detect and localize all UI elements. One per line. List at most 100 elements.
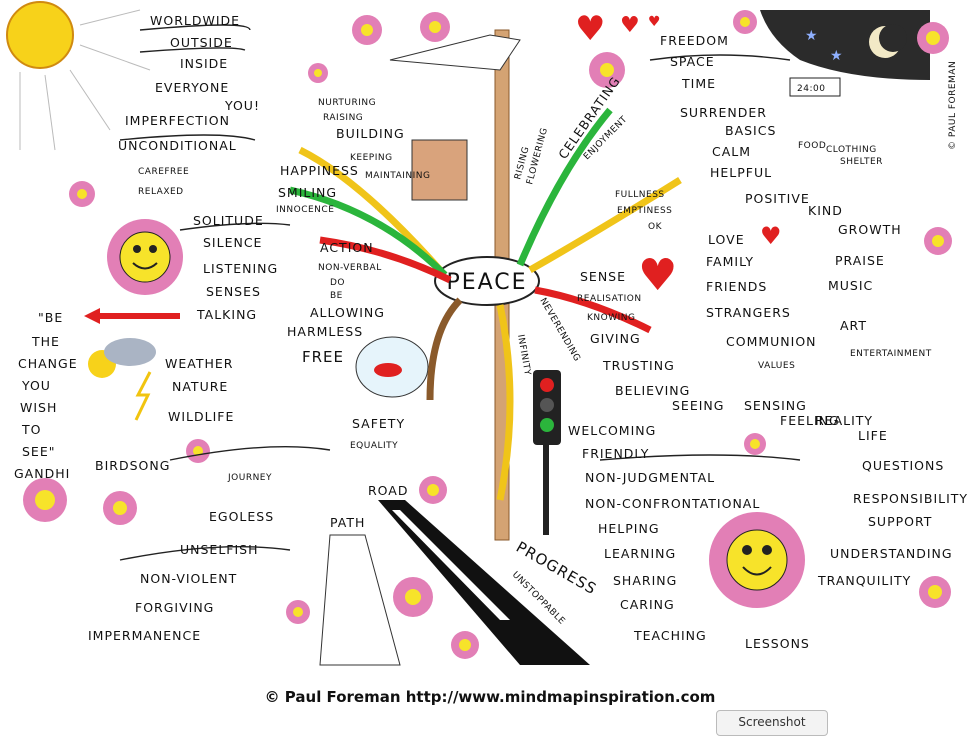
word-harmless: HARMLESS	[287, 324, 363, 339]
word-feeling: FEELING	[780, 413, 840, 428]
word-do: DO	[330, 278, 345, 288]
word-teaching: TEACHING	[633, 628, 707, 643]
word-support: SUPPORT	[868, 514, 932, 529]
word-surrender: SURRENDER	[680, 105, 767, 120]
word-clothing: CLOTHING	[826, 145, 877, 155]
word-birdsong: BIRDSONG	[95, 458, 170, 473]
word-silence: SILENCE	[203, 235, 262, 250]
word-happiness: HAPPINESS	[280, 163, 359, 178]
arrow-left-icon	[84, 308, 180, 324]
word-friends: FRIENDS	[706, 279, 767, 294]
branch-solitude: SOLITUDE SILENCE LISTENING SENSES TALKIN…	[193, 213, 278, 322]
word-non-confrontational: NON-CONFRONTATIONAL	[585, 496, 760, 511]
branch-road: SAFETY EQUALITY JOURNEY ROAD PATH EGOLES…	[88, 416, 408, 643]
word-quote-you: YOU	[21, 378, 51, 393]
word-fullness: FULLNESS	[615, 190, 665, 200]
word-you: YOU!	[224, 98, 260, 113]
branch-happiness: NURTURING RAISING BUILDING KEEPING MAINT…	[276, 98, 431, 215]
word-imperfection: IMPERFECTION	[125, 113, 230, 128]
word-be: BE	[330, 291, 343, 301]
word-senses: SENSES	[206, 284, 261, 299]
weather-icon	[88, 338, 156, 421]
word-lines	[119, 24, 801, 561]
screenshot-button[interactable]: Screenshot	[716, 710, 828, 736]
word-trusting: TRUSTING	[602, 358, 675, 373]
word-maintaining: MAINTAINING	[365, 171, 431, 181]
word-equality: EQUALITY	[350, 441, 398, 451]
signature: © PAUL FOREMAN	[948, 61, 958, 150]
svg-text:★: ★	[830, 48, 843, 64]
sun-icon	[6, 1, 151, 151]
word-reality: REALITY	[815, 413, 873, 428]
word-talking: TALKING	[196, 307, 257, 322]
word-tranquility: TRANQUILITY	[817, 573, 911, 588]
word-quote-be: "BE	[38, 310, 63, 325]
word-neverending: NEVERENDING	[537, 297, 582, 364]
word-free: FREE	[302, 348, 344, 366]
word-safety: SAFETY	[352, 416, 405, 431]
branch-top-left: WORLDWIDE OUTSIDE INSIDE EVERYONE YOU! I…	[118, 13, 260, 197]
word-believing: BELIEVING	[615, 383, 690, 398]
word-forgiving: FORGIVING	[135, 600, 214, 615]
word-quote-to: TO	[21, 422, 41, 437]
word-path: PATH	[330, 515, 365, 530]
word-friendly: FRIENDLY	[582, 446, 649, 461]
branch-action: ACTION NON-VERBAL DO BE ALLOWING HARMLES…	[287, 240, 385, 366]
word-space: SPACE	[670, 54, 715, 69]
word-solitude: SOLITUDE	[193, 213, 264, 228]
footer-credit: © Paul Foreman http://www.mindmapinspira…	[264, 688, 716, 706]
branch-progress: WELCOMING FRIENDLY NON-JUDGMENTAL NON-CO…	[510, 423, 809, 651]
word-non-violent: NON-VIOLENT	[140, 571, 237, 586]
word-growth: GROWTH	[838, 222, 902, 237]
word-quote-see: SEE"	[22, 444, 55, 459]
word-nature: NATURE	[172, 379, 228, 394]
word-non-judgmental: NON-JUDGMENTAL	[585, 470, 715, 485]
word-entertainment: ENTERTAINMENT	[850, 349, 932, 359]
word-helping: HELPING	[598, 521, 660, 536]
word-weather: WEATHER	[165, 356, 233, 371]
word-time: TIME	[681, 76, 716, 91]
word-egoless: EGOLESS	[209, 509, 274, 524]
word-shelter: SHELTER	[840, 157, 883, 167]
word-infinity: INFINITY	[515, 334, 532, 377]
branch-weather: WEATHER NATURE WILDLIFE BIRDSONG	[95, 356, 233, 473]
word-innocence: INNOCENCE	[276, 205, 334, 215]
svg-text:♥: ♥	[575, 9, 605, 49]
word-carefree: CAREFREE	[138, 167, 189, 177]
word-smiling: SMILING	[278, 185, 337, 200]
word-music: MUSIC	[828, 278, 873, 293]
word-ok: OK	[648, 222, 663, 232]
word-journey: JOURNEY	[227, 473, 272, 483]
word-art: ART	[840, 318, 867, 333]
center-bubble: PEACE	[434, 256, 540, 306]
word-unconditional: UNCONDITIONAL	[118, 138, 237, 153]
word-learning: LEARNING	[604, 546, 676, 561]
word-welcoming: WELCOMING	[568, 423, 656, 438]
word-listening: LISTENING	[203, 261, 278, 276]
word-allowing: ALLOWING	[310, 305, 385, 320]
word-freedom: FREEDOM	[660, 33, 729, 48]
traffic-light-icon	[533, 370, 561, 535]
word-basics: BASICS	[725, 123, 776, 138]
branch-sense: SENSE REALISATION KNOWING GIVING TRUSTIN…	[577, 269, 968, 588]
word-building: BUILDING	[336, 126, 405, 141]
word-raising: RAISING	[323, 113, 363, 123]
smiley-flower-icon	[107, 219, 805, 608]
word-road: ROAD	[368, 483, 408, 498]
word-responsibility: RESPONSIBILITY	[853, 491, 968, 506]
word-sense: SENSE	[580, 269, 626, 284]
word-inside: INSIDE	[180, 56, 228, 71]
word-unselfish: UNSELFISH	[180, 542, 259, 557]
fishbowl-icon	[355, 336, 429, 398]
word-worldwide: WORLDWIDE	[150, 13, 240, 28]
word-positive: POSITIVE	[745, 191, 810, 206]
svg-text:♥: ♥	[620, 13, 640, 38]
word-calm: CALM	[712, 144, 751, 159]
word-everyone: EVERYONE	[155, 80, 229, 95]
word-realisation: REALISATION	[577, 294, 642, 304]
word-helpful: HELPFUL	[710, 165, 772, 180]
flower-icon	[23, 10, 952, 659]
word-quote-change: CHANGE	[18, 356, 78, 371]
word-questions: QUESTIONS	[862, 458, 944, 473]
